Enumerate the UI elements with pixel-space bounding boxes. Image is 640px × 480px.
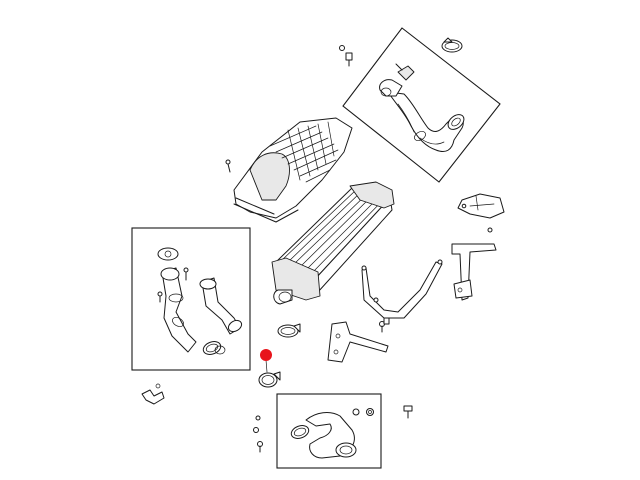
bolt-bottom-right [403,405,413,419]
inset-turbo-hose-box [276,393,382,469]
support-bracket-lower [327,321,389,363]
inset-lower-hose-box [131,227,251,371]
bolt-bottom-left [253,415,263,453]
mounting-clip [141,383,165,405]
bracket-mount-right [451,243,497,301]
air-duct-housing [225,117,353,223]
charge-air-cooler [271,181,395,305]
support-bracket-long [361,259,443,333]
selected-part-marker[interactable] [260,349,272,361]
hose-clamp-mid [277,323,301,338]
bolt-center [373,297,390,325]
bolt-top-left [339,45,353,67]
inset-upper-hose-box [342,27,501,183]
hose-clamp-top [441,37,463,53]
hose-clamp-selected[interactable] [258,359,281,388]
shield-bracket-top-right [457,193,505,233]
